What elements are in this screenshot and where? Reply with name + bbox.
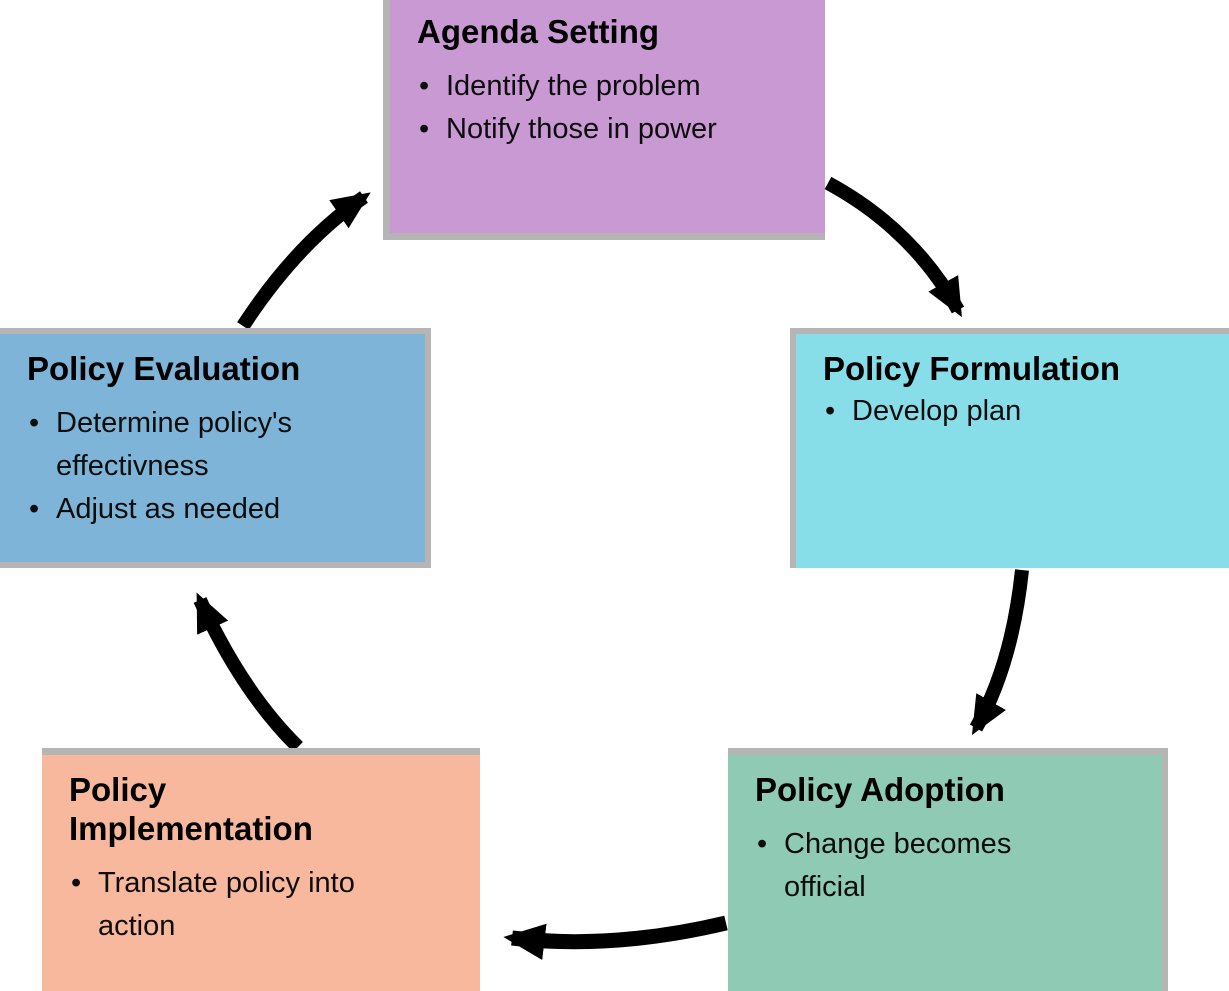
- bullet-marker: •: [757, 827, 768, 860]
- bullet-marker: •: [419, 112, 430, 145]
- box-policy-implementation-body: Policy Implementation • Translate policy…: [42, 755, 480, 991]
- list-item: • Determine policy's effectivness: [27, 402, 405, 488]
- bullet-text: Adjust as needed: [56, 492, 281, 525]
- box-title: Agenda Setting: [417, 13, 660, 50]
- list-item: • Notify those in power: [417, 108, 805, 151]
- bullet-text: Translate policy into action: [98, 866, 355, 942]
- box-title: Policy Implementation: [69, 771, 313, 847]
- bullet-text: Notify those in power: [446, 112, 717, 145]
- bullet-list: • Develop plan: [823, 390, 1209, 433]
- bullet-text: Determine policy's effectivness: [56, 406, 293, 482]
- bullet-list: • Change becomes official: [755, 823, 1142, 909]
- arrow-formulation-to-adoption: [969, 569, 1029, 736]
- bullet-marker: •: [29, 492, 40, 525]
- box-agenda-setting: Agenda Setting • Identify the problem • …: [383, 0, 825, 240]
- bullet-text: Develop plan: [852, 394, 1022, 427]
- arrow-agenda-to-formulation: [824, 176, 965, 318]
- bullet-text: Change becomes official: [784, 827, 1012, 903]
- box-agenda-setting-body: Agenda Setting • Identify the problem • …: [390, 0, 825, 233]
- list-item: • Change becomes official: [755, 823, 1094, 909]
- box-policy-evaluation: Policy Evaluation • Determine policy's e…: [0, 328, 431, 568]
- list-item: • Translate policy into action: [69, 862, 398, 948]
- box-policy-adoption-body: Policy Adoption • Change becomes officia…: [728, 755, 1162, 991]
- bullet-list: • Translate policy into action: [69, 862, 460, 948]
- list-item: • Identify the problem: [417, 65, 805, 108]
- bullet-marker: •: [419, 69, 430, 102]
- box-title: Policy Evaluation: [27, 350, 301, 387]
- box-policy-evaluation-body: Policy Evaluation • Determine policy's e…: [0, 334, 425, 562]
- bullet-marker: •: [825, 394, 836, 427]
- arrow-evaluation-to-agenda: [237, 191, 371, 330]
- list-item: • Develop plan: [823, 390, 1209, 433]
- box-policy-formulation: Policy Formulation • Develop plan: [790, 328, 1229, 568]
- list-item: • Adjust as needed: [27, 488, 405, 531]
- bullet-marker: •: [71, 866, 82, 899]
- box-policy-adoption: Policy Adoption • Change becomes officia…: [728, 748, 1168, 991]
- box-title: Policy Adoption: [755, 771, 1005, 808]
- box-title: Policy Formulation: [823, 350, 1121, 387]
- arrow-adoption-to-implementation: [503, 915, 728, 961]
- box-policy-formulation-body: Policy Formulation • Develop plan: [796, 334, 1229, 568]
- box-policy-implementation: Policy Implementation • Translate policy…: [42, 748, 480, 991]
- bullet-text: Identify the problem: [446, 69, 701, 102]
- bullet-list: • Identify the problem • Notify those in…: [417, 65, 805, 151]
- bullet-list: • Determine policy's effectivness • Adju…: [27, 402, 405, 531]
- arrow-implementation-to-evaluation: [193, 592, 303, 752]
- bullet-marker: •: [29, 406, 40, 439]
